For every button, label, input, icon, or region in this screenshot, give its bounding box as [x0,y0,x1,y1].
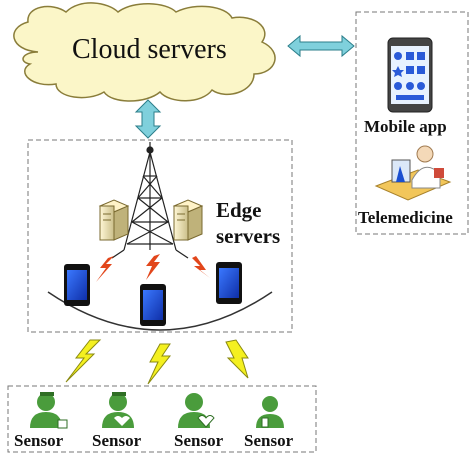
sensor-label: Sensor [244,431,294,450]
cloud-apps-double-arrow [287,34,355,58]
edge-server-right-icon [172,199,204,241]
sensor-person-icon [30,392,68,429]
sensor-label: Sensor [92,431,142,450]
smartphone-center-icon [140,284,166,326]
sensor-label: Sensor [174,431,224,450]
edge-box [27,139,293,333]
lightning-bolt-icon [65,339,102,383]
telemedicine-label: Telemedicine [358,208,453,227]
lightning-bolt-icon [147,343,172,385]
cell-tower-icon [111,142,189,259]
cloud-servers-shape [13,2,276,102]
cloud-edge-double-arrow [134,99,162,139]
mobile-app-icon [387,37,433,113]
apps-box [355,11,469,235]
sensor-person-icon [178,393,215,428]
lightning-bolt-icon [146,254,160,280]
cloud-servers-label: Cloud servers [72,34,227,65]
lightning-bolt-icon [225,339,249,379]
edge-label-line2: servers [216,224,281,248]
edge-label-line1: Edge [216,198,262,222]
sensor-person-icon [256,396,284,428]
lightning-bolt-icon [96,256,114,282]
edge-servers-label: Edge servers [216,197,280,249]
mobile-app-label: Mobile app [364,117,447,136]
edge-server-left-icon [98,199,130,241]
smartphone-left-icon [64,264,90,306]
sensor-label: Sensor [14,431,64,450]
coverage-arc [47,291,273,331]
lightning-bolt-icon [192,256,210,278]
sensor-box [7,385,317,453]
sensor-person-icon [102,392,134,428]
telemedicine-icon [374,145,452,201]
smartphone-right-icon [216,262,242,304]
